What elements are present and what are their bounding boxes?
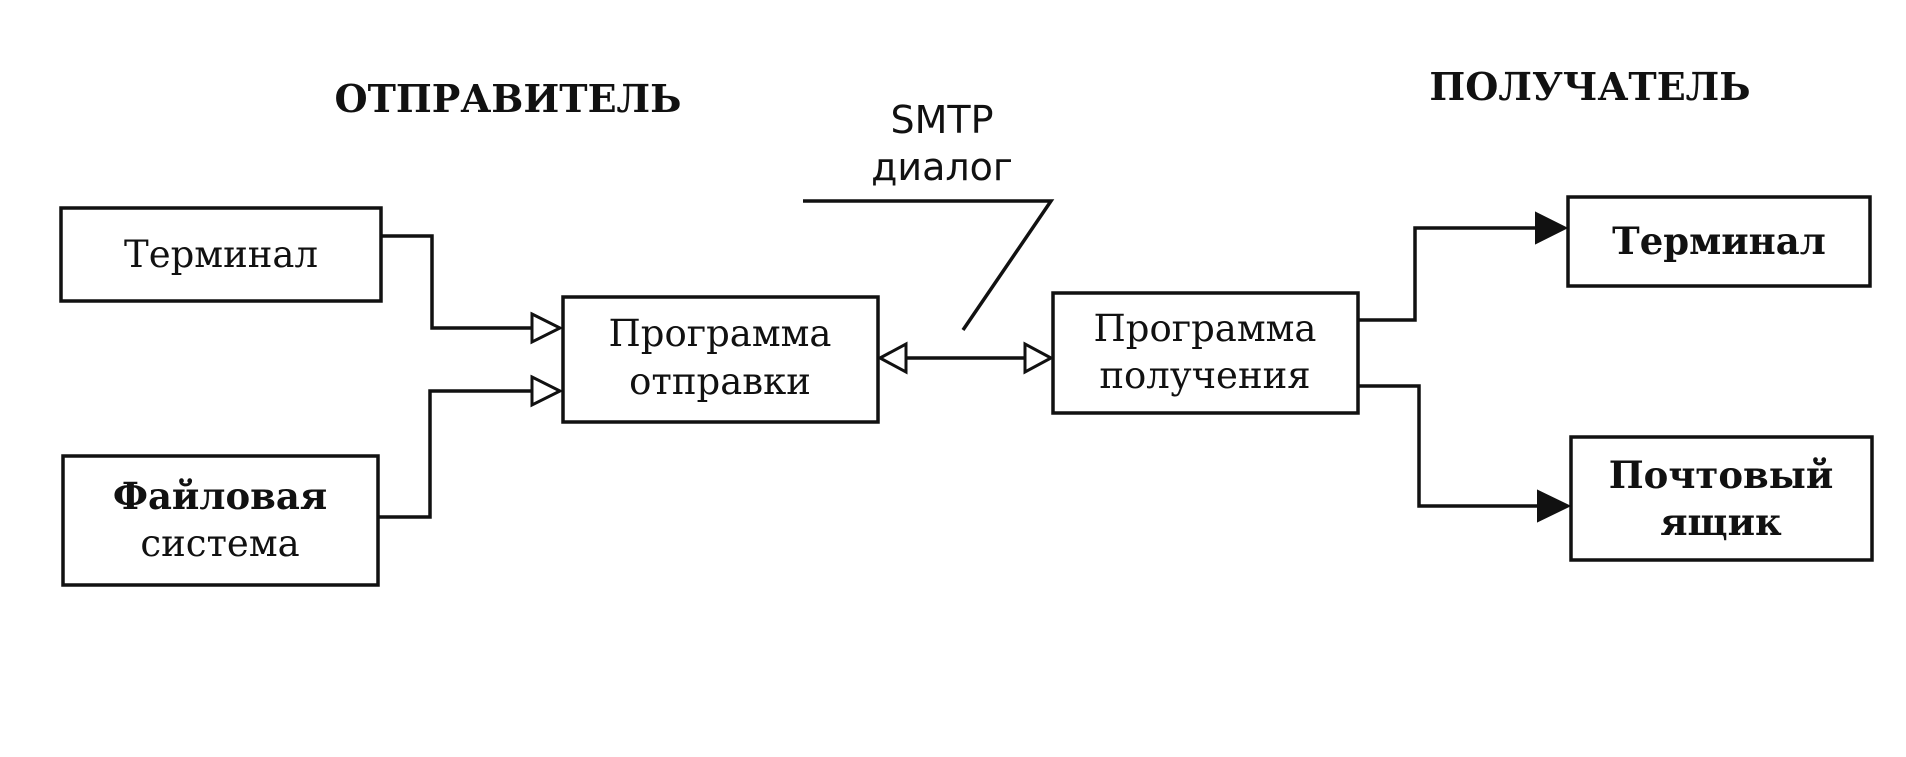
receive-to-terminal-line — [1358, 226, 1540, 322]
mailbox-arrow-icon — [1537, 489, 1572, 523]
receive-program-label-line1: Программа — [1094, 307, 1317, 350]
smtp-right-arrow-icon — [1023, 341, 1055, 375]
filesystem-to-send-program-line — [378, 389, 534, 519]
send-program-label-line1: Программа — [609, 312, 832, 355]
receiver-terminal-box: Терминал — [1566, 195, 1872, 288]
send-program-label-line2: отправки — [629, 360, 811, 403]
send-program-box: Программа отправки — [561, 295, 880, 424]
filesystem-box: Файловая система — [61, 454, 380, 587]
sender-terminal-label: Терминал — [124, 233, 318, 276]
smtp-left-arrow-icon — [876, 341, 908, 375]
dialog-label: диалог — [871, 145, 1013, 189]
terminal-arrow-icon — [530, 311, 564, 345]
sender-heading: ОТПРАВИТЕЛЬ — [334, 76, 681, 121]
mailbox-label-line2: ящик — [1660, 500, 1782, 544]
filesystem-label-line1: Файловая — [113, 474, 327, 518]
receiver-heading: ПОЛУЧАТЕЛЬ — [1429, 64, 1750, 109]
mailbox-label-line1: Почтовый — [1609, 453, 1834, 497]
smtp-label: SMTP — [890, 98, 993, 142]
mailbox-box: Почтовый ящик — [1569, 435, 1874, 562]
receive-program-box: Программа получения — [1051, 291, 1360, 415]
receiver-terminal-arrow-icon — [1535, 211, 1569, 245]
sender-terminal-box: Терминал — [59, 206, 383, 303]
receiver-terminal-label: Терминал — [1612, 219, 1826, 263]
filesystem-label-line2: система — [140, 522, 299, 565]
terminal-to-send-program-line — [381, 234, 534, 330]
filesystem-arrow-icon — [530, 374, 564, 408]
receive-program-label-line2: получения — [1099, 354, 1310, 397]
smtp-callout-line — [803, 199, 1055, 331]
receive-to-mailbox-line — [1358, 384, 1542, 508]
